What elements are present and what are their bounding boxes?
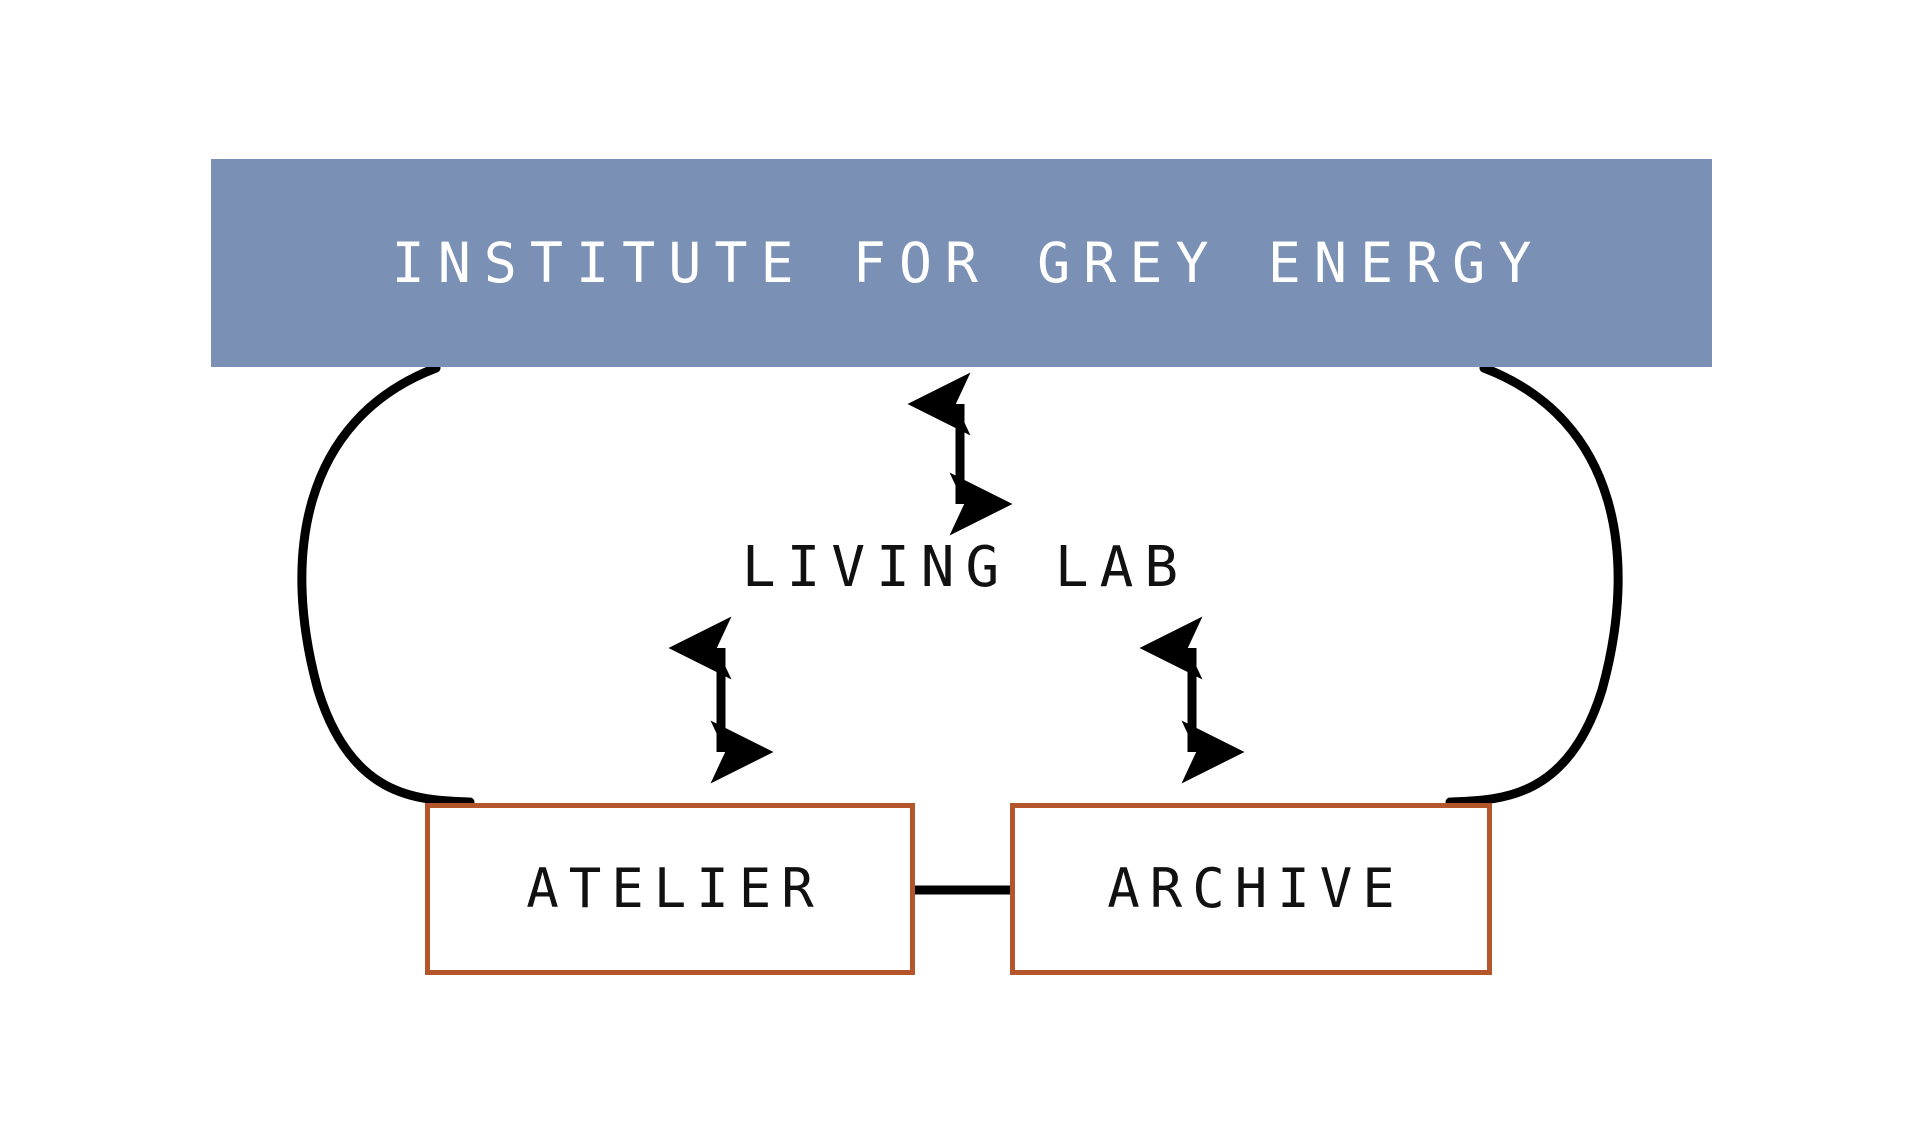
node-label-atelier: ATELIER xyxy=(526,857,824,920)
curve-institute-archive xyxy=(1445,363,1623,807)
node-label-archive: ARCHIVE xyxy=(1107,857,1405,920)
living-lab-label: LIVING LAB xyxy=(741,535,1190,600)
institute-banner[interactable]: INSTITUTE FOR GREY ENERGY xyxy=(211,159,1712,367)
institute-banner-label: INSTITUTE FOR GREY ENERGY xyxy=(391,230,1545,295)
curve-institute-atelier xyxy=(297,363,475,807)
node-box-archive[interactable]: ARCHIVE xyxy=(1010,803,1492,975)
living-lab-node[interactable]: LIVING LAB xyxy=(560,528,1360,608)
node-box-atelier[interactable]: ATELIER xyxy=(425,803,915,975)
